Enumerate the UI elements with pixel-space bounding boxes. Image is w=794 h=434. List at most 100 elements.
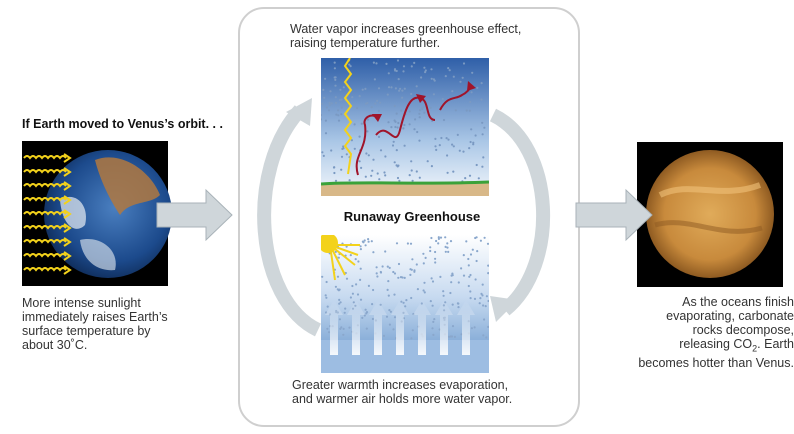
water-vapor-dot [446, 154, 449, 157]
caption-line: releasing CO2. Earth [574, 337, 794, 356]
water-vapor-dot [472, 141, 475, 144]
water-vapor-dot [454, 109, 457, 112]
water-vapor-dot [393, 293, 396, 296]
water-vapor-dot [423, 66, 426, 69]
water-vapor-dot [360, 122, 363, 125]
water-vapor-dot [397, 78, 400, 81]
water-vapor-dot [385, 62, 388, 65]
water-vapor-dot [418, 112, 421, 115]
water-vapor-dot [469, 253, 473, 256]
water-vapor-dot [403, 144, 406, 147]
water-vapor-dot [376, 99, 379, 102]
water-vapor-dot [356, 293, 360, 296]
water-vapor-dot [410, 169, 413, 172]
water-vapor-dot [393, 119, 396, 122]
water-vapor-dot [367, 238, 370, 241]
evaporation-arrow [413, 300, 431, 355]
water-vapor-dot [448, 335, 451, 338]
water-vapor-dot [483, 126, 486, 129]
water-vapor-dot [464, 177, 467, 180]
water-vapor-dot [433, 79, 436, 82]
water-vapor-dot [444, 236, 447, 239]
water-vapor-dot [486, 242, 489, 245]
sunlight-wave [23, 183, 67, 188]
water-vapor-dot [361, 240, 364, 243]
water-vapor-dot [361, 88, 364, 91]
water-vapor-dot [365, 312, 368, 315]
water-vapor-dot [477, 177, 480, 180]
water-vapor-dot [462, 62, 466, 65]
water-vapor-dot [418, 176, 421, 179]
water-vapor-dot [432, 93, 435, 96]
water-vapor-dot [400, 109, 403, 112]
caption-line: As the oceans finish [682, 295, 794, 309]
water-vapor-dot [437, 242, 440, 245]
water-vapor-dot [327, 331, 331, 334]
water-vapor-dot [392, 270, 395, 274]
water-vapor-dot [370, 240, 373, 243]
water-vapor-dot [487, 299, 489, 303]
evaporation-arrow [325, 300, 343, 355]
water-vapor-dot [460, 267, 463, 270]
water-vapor-dot [364, 175, 367, 178]
water-vapor-dot [435, 148, 438, 151]
sunlight-wave-head [63, 209, 72, 219]
water-vapor-dot [333, 76, 336, 79]
water-vapor-dot [468, 174, 472, 177]
water-vapor-dot [378, 178, 381, 181]
water-vapor-dot [475, 259, 478, 263]
water-vapor-dot [482, 156, 485, 159]
water-vapor-dot [405, 299, 408, 302]
water-vapor-dot [434, 257, 437, 260]
water-vapor-dot [334, 285, 337, 288]
water-vapor-dot [470, 91, 473, 94]
water-vapor-dot [387, 121, 390, 124]
water-vapor-dot [388, 323, 391, 326]
water-vapor-dot [377, 109, 380, 112]
water-vapor-dot [442, 294, 445, 297]
water-vapor-dot [450, 281, 453, 284]
water-vapor-dot [359, 245, 362, 248]
water-vapor-dot [337, 109, 340, 112]
water-vapor-dot [413, 61, 416, 64]
water-vapor-dot [418, 109, 422, 112]
water-vapor-dot [410, 92, 413, 96]
water-vapor-dot [384, 250, 387, 253]
water-vapor-dot [325, 296, 328, 299]
water-vapor-dot [429, 300, 432, 303]
water-vapor-dot [449, 240, 453, 243]
water-vapor-dot [469, 273, 472, 277]
water-vapor-dot [467, 257, 470, 261]
water-vapor-dot [356, 106, 359, 110]
water-vapor-dot [376, 172, 379, 175]
sunlight-wave [23, 155, 67, 160]
water-vapor-dot [375, 266, 378, 269]
evaporation-arrow [347, 300, 365, 355]
water-vapor-dot [387, 86, 391, 89]
arrow-to-venus [575, 188, 653, 242]
water-vapor-dot [364, 87, 367, 90]
water-vapor-dot [434, 137, 437, 140]
water-vapor-dot [398, 179, 401, 182]
co2-suffix: . Earth [757, 337, 794, 351]
water-vapor-dot [392, 140, 395, 143]
water-vapor-dot [338, 298, 341, 301]
water-vapor-dot [388, 309, 391, 312]
water-vapor-dot [340, 106, 343, 109]
water-vapor-dot [396, 59, 400, 62]
water-vapor-dot [462, 254, 465, 257]
water-vapor-dot [476, 86, 479, 89]
water-vapor-dot [401, 89, 404, 92]
water-vapor-dot [478, 302, 481, 305]
water-vapor-dot [430, 236, 433, 240]
water-vapor-dot [354, 258, 357, 261]
water-vapor-dot [338, 302, 341, 305]
water-vapor-dot [364, 244, 367, 247]
water-vapor-dot [468, 275, 471, 278]
water-vapor-dot [370, 174, 373, 177]
water-vapor-dot [324, 294, 327, 297]
water-vapor-dot [359, 298, 363, 301]
water-vapor-dot [372, 158, 375, 161]
water-vapor-dot [339, 327, 342, 330]
water-vapor-dot [430, 77, 433, 80]
